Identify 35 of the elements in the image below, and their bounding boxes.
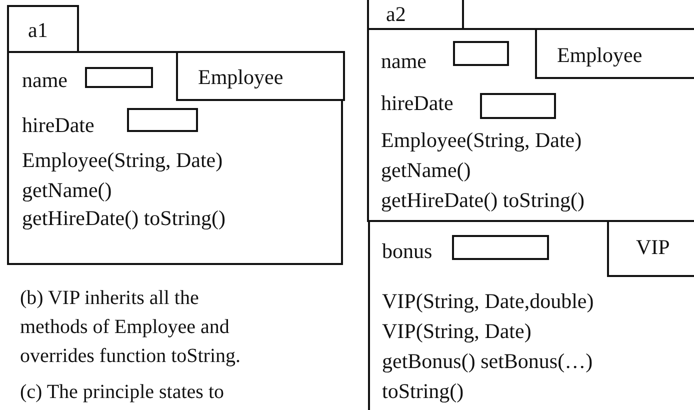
- method-signature: getName(): [381, 159, 471, 182]
- method-signature: Employee(String, Date): [381, 129, 582, 152]
- class-tag: [176, 51, 345, 101]
- method-signature: getHireDate() toString(): [22, 207, 226, 230]
- field-name: bonus: [382, 240, 432, 264]
- note-text: (c) The principle states to: [20, 380, 226, 405]
- field-name: hireDate: [381, 92, 454, 116]
- class-tag: [535, 28, 694, 79]
- method-signature: getHireDate() toString(): [381, 189, 585, 212]
- field-name: name: [22, 69, 68, 92]
- method-signature: getName(): [22, 179, 112, 202]
- object-box: [7, 51, 343, 265]
- class-tag: [607, 220, 694, 277]
- method-signature: toString(): [382, 380, 464, 404]
- method-signature: Employee(String, Date): [22, 149, 223, 172]
- field-slot: [127, 108, 198, 132]
- class-name: Employee: [198, 66, 284, 90]
- field-slot: [452, 235, 549, 260]
- object-section-box: [368, 220, 694, 410]
- field-slot: [453, 41, 509, 66]
- object-section-box: [367, 28, 694, 222]
- class-name: VIP: [636, 236, 670, 260]
- field-name: hireDate: [22, 114, 94, 138]
- object-name: a2: [386, 3, 406, 26]
- method-signature: VIP(String, Date): [382, 320, 532, 344]
- method-signature: getBonus() setBonus(…): [382, 350, 593, 374]
- field-slot: [85, 67, 153, 88]
- object-name: a1: [28, 19, 48, 42]
- object-tab: [7, 5, 79, 53]
- note-text: (b) VIP inherits all the methods of Employee and overrides function toString.: [20, 286, 242, 369]
- class-name: Employee: [557, 44, 642, 68]
- field-name: name: [381, 50, 426, 74]
- object-tab: [367, 0, 464, 30]
- method-signature: VIP(String, Date,double): [382, 290, 594, 314]
- field-slot: [480, 93, 556, 119]
